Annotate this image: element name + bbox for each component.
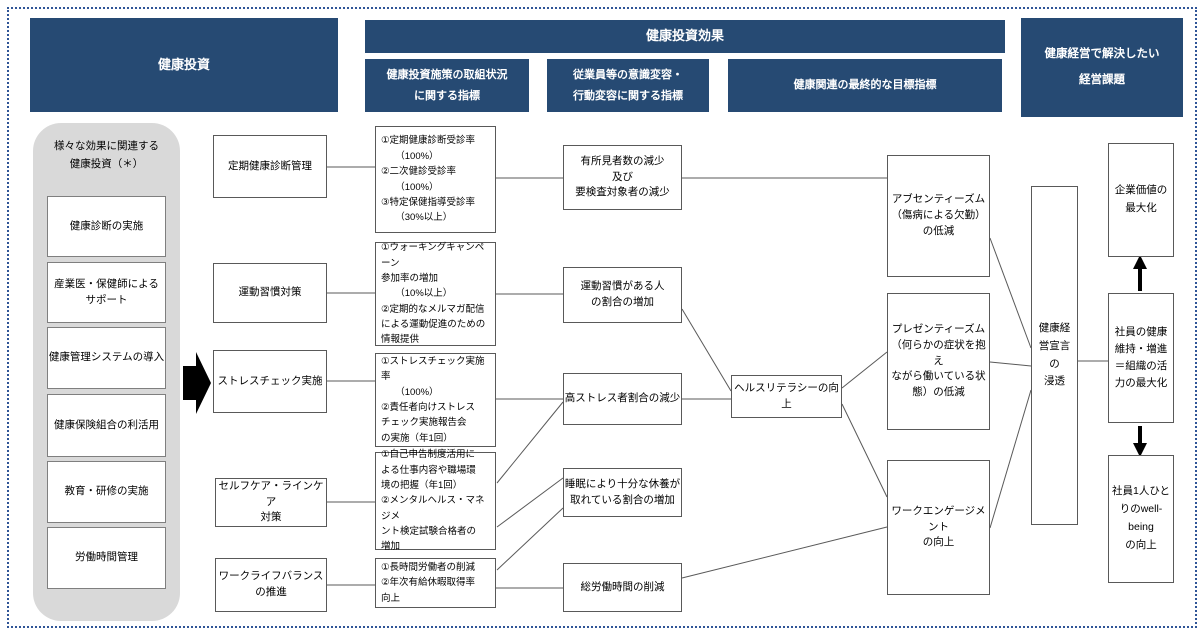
node-corporate-value: 企業価値の 最大化 bbox=[1108, 143, 1174, 257]
node-stresscheck-indicators: ①ストレスチェック実施率 （100%） ②責任者向けストレス チェック実施報告会… bbox=[375, 353, 496, 447]
panel-item-education-training: 教育・研修の実施 bbox=[47, 461, 166, 523]
node-periodic-checkup-mgmt: 定期健康診断管理 bbox=[213, 135, 327, 198]
node-absenteeism: アブセンティーズム （傷病による欠勤） の低減 bbox=[887, 155, 990, 277]
node-checkup-indicators: ①定期健康診断受診率 （100%） ②二次健診受診率 （100%） ③特定保健指… bbox=[375, 126, 496, 233]
node-high-stress-reduction: 高ストレス者割合の減少 bbox=[563, 373, 682, 425]
node-sleep-rest-increase: 睡眠により十分な休養が 取れている割合の増加 bbox=[563, 468, 682, 517]
node-stress-check: ストレスチェック実施 bbox=[213, 350, 327, 413]
node-selfreport-indicators: ①自己申告制度活用に よる仕事内容や職場環 境の把握（年1回） ②メンタルヘルス… bbox=[375, 449, 496, 552]
header-health-investment: 健康投資 bbox=[30, 18, 338, 112]
node-walking-indicators: ①ウォーキングキャンペーン 参加率の増加 （10%以上） ②定期的なメルマガ配信… bbox=[375, 242, 496, 346]
node-findings-reduction: 有所見者数の減少 及び 要検査対象者の減少 bbox=[563, 145, 682, 210]
node-exercise-ratio-increase: 運動習慣がある人 の割合の増加 bbox=[563, 267, 682, 323]
header-awareness-behavior-indicators: 従業員等の意識変容・ 行動変容に関する指標 bbox=[547, 59, 709, 112]
node-exercise-habit: 運動習慣対策 bbox=[213, 263, 327, 323]
node-selfcare-linecare: セルフケア・ラインケア 対策 bbox=[215, 478, 327, 527]
node-work-life-balance: ワークライフバランス の推進 bbox=[215, 558, 327, 612]
header-management-issues: 健康経営で解決したい 経営課題 bbox=[1021, 18, 1183, 117]
panel-item-occupational-physician: 産業医・保健師による サポート bbox=[47, 262, 166, 323]
down-arrow bbox=[1133, 426, 1147, 457]
node-total-hours-reduction: 総労働時間の削減 bbox=[563, 563, 682, 612]
header-health-investment-effect: 健康投資効果 bbox=[365, 20, 1005, 53]
node-overtime-indicators: ①長時間労働者の削減 ②年次有給休暇取得率 向上 bbox=[375, 558, 496, 608]
up-arrow bbox=[1133, 255, 1147, 291]
header-final-target-indicators: 健康関連の最終的な目標指標 bbox=[728, 59, 1002, 112]
big-right-arrow bbox=[183, 352, 211, 414]
outer-dotted-border bbox=[7, 7, 1197, 628]
header-initiative-status-indicators: 健康投資施策の取組状況 に関する指標 bbox=[365, 59, 529, 112]
node-work-engagement: ワークエンゲージメント の向上 bbox=[887, 460, 990, 595]
panel-item-health-mgmt-system: 健康管理システムの導入 bbox=[47, 327, 166, 389]
panel-item-health-checkup: 健康診断の実施 bbox=[47, 196, 166, 257]
panel-item-working-hours: 労働時間管理 bbox=[47, 527, 166, 589]
panel-item-insurance-association: 健康保険組合の利活用 bbox=[47, 394, 166, 457]
investment-panel-title: 様々な効果に関連する 健康投資（＊） bbox=[54, 140, 159, 170]
node-employee-health-org-vitality: 社員の健康 維持・増進 ＝組織の活 力の最大化 bbox=[1108, 293, 1174, 423]
node-wellbeing: 社員1人ひと りのwell- being の向上 bbox=[1108, 455, 1174, 583]
node-declaration-penetration: 健康経 営宣言 の 浸透 bbox=[1031, 186, 1078, 525]
node-health-literacy: ヘルスリテラシーの向上 bbox=[731, 375, 842, 418]
node-presenteeism: プレゼンティーズム （何らかの症状を抱え ながら働いている状 態）の低減 bbox=[887, 293, 990, 430]
